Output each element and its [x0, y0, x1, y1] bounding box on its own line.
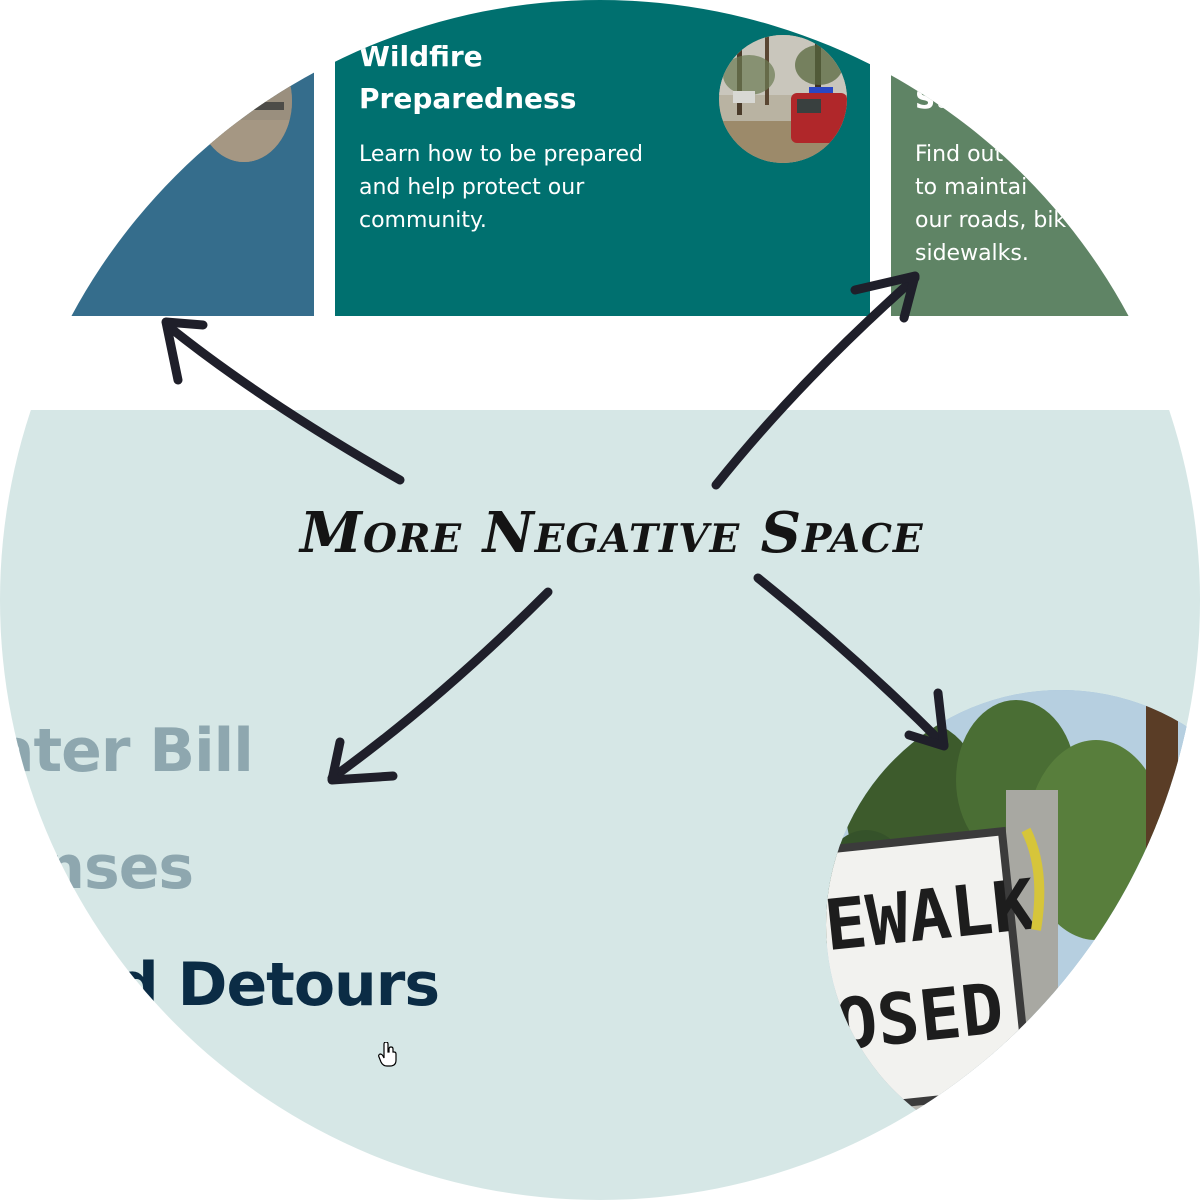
- card-left[interactable]: [0, 0, 314, 316]
- annotation-label: More Negative Space: [300, 500, 924, 566]
- arrow-to-photo: [753, 573, 949, 750]
- arrow-to-right-card: [711, 273, 920, 490]
- road-closure-photo: EWALK OSED: [826, 690, 1200, 1160]
- card-streets-description: Find out to maintai our roads, bik sidew…: [915, 142, 1067, 266]
- wildfire-thumbnail: [719, 35, 847, 163]
- arrow-to-left-card: [163, 321, 405, 485]
- card-wildfire-description: Learn how to be prepared and help protec…: [359, 142, 644, 233]
- card-streets[interactable]: St Find out to maintai our roads, bik si…: [891, 0, 1200, 316]
- menu-item-road-closures[interactable]: ures and Detours: [0, 950, 440, 1020]
- card-wildfire[interactable]: Wildfire Preparedness Learn how to be pr…: [335, 0, 870, 316]
- card-wildfire-title[interactable]: Wildfire Preparedness: [359, 40, 577, 115]
- hand-pointer-icon: [378, 1041, 398, 1073]
- arrow-to-photo-head: [904, 688, 949, 751]
- arrow-to-menu: [327, 587, 553, 783]
- menu-item-permits-licenses[interactable]: & Licenses: [0, 833, 194, 903]
- card-streets-title[interactable]: St: [915, 82, 949, 115]
- arrow-to-right-card-head: [850, 271, 920, 323]
- arrow-to-menu-head: [327, 737, 398, 785]
- arrow-to-left-card-head: [161, 317, 208, 385]
- menu-item-water-bill[interactable]: ater Bill: [0, 716, 254, 786]
